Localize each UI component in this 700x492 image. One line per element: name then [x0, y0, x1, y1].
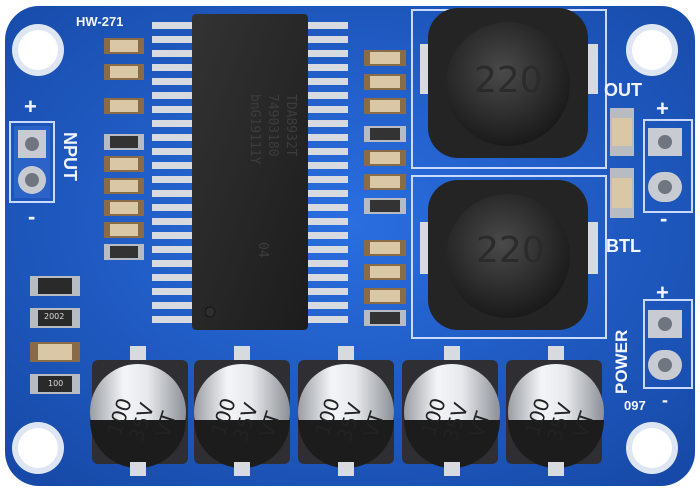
btl-label: BTL: [606, 236, 641, 256]
power-plus-label: +: [656, 280, 669, 305]
resistor-code-100: 100: [48, 379, 64, 388]
out-label: OUT: [604, 80, 642, 100]
code-label: 097: [624, 398, 646, 413]
output-terminal: [648, 128, 682, 202]
power-minus-label: -: [662, 390, 668, 410]
out-plus-label: +: [656, 96, 669, 121]
input-label: NPUT: [60, 132, 80, 181]
smd-bottom-left: [30, 276, 80, 394]
ic-line1: TDA8932T: [283, 94, 298, 157]
board-model-label: HW-271: [76, 14, 124, 29]
ic-chip: [192, 14, 308, 330]
inductor-top: [420, 8, 598, 158]
ic-line2: 74903180: [265, 94, 280, 157]
ic-mark: 04: [255, 242, 270, 258]
inductor-bottom: [420, 180, 598, 330]
smd-left-column: [104, 38, 144, 260]
ic-line3: bnG19111Y: [247, 94, 262, 165]
out-minus-label: -: [660, 206, 668, 231]
ic-pins: [152, 22, 348, 323]
power-terminal: [648, 310, 682, 380]
mounting-holes: [12, 24, 678, 474]
smd-right: [610, 108, 634, 218]
inductor-bottom-value: 220: [476, 230, 545, 271]
input-minus-label: -: [28, 204, 36, 229]
smd-middle-column: [364, 50, 406, 326]
capacitors: [90, 360, 604, 468]
power-label: POWER: [612, 329, 631, 394]
inductor-top-value: 220: [474, 60, 543, 101]
resistor-code-2002: 2002: [44, 312, 65, 321]
input-terminal: [14, 126, 50, 198]
input-plus-label: +: [24, 94, 37, 119]
